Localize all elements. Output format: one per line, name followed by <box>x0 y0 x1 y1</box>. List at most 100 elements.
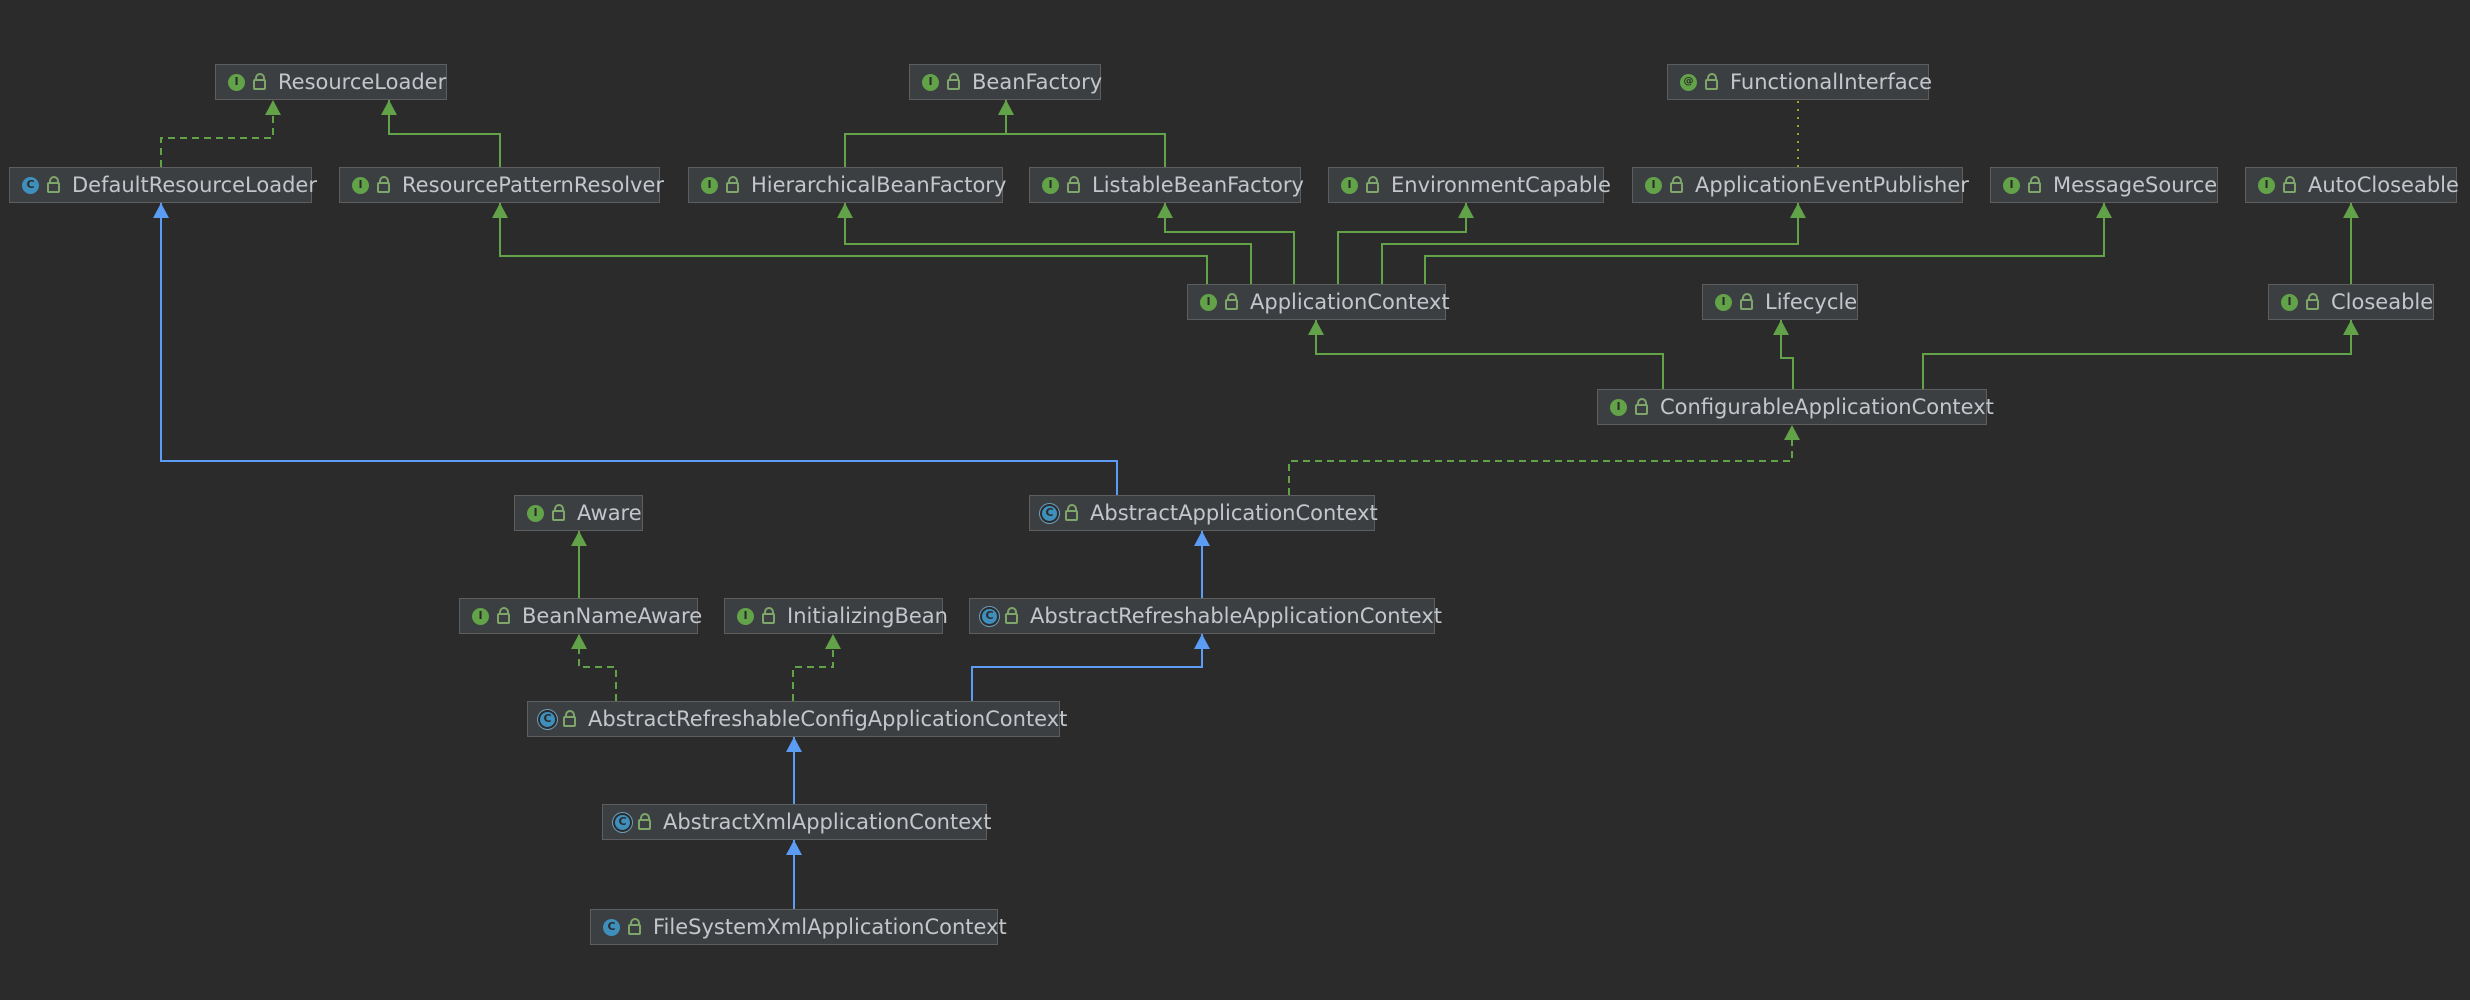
arrowhead <box>2343 203 2359 218</box>
interface-icon: I <box>1610 398 1627 416</box>
arrowhead <box>837 203 853 218</box>
node-aware[interactable]: I Aware <box>514 495 643 531</box>
edge-extends-interface <box>1773 320 1794 389</box>
edge-line <box>971 634 1203 701</box>
edge-line <box>844 203 1252 284</box>
node-label: FunctionalInterface <box>1730 70 1933 94</box>
lock-icon <box>497 606 510 624</box>
lock-icon <box>1366 175 1379 193</box>
node-label: ResourceLoader <box>278 70 447 94</box>
node-environment-capable[interactable]: I EnvironmentCapable <box>1328 167 1611 203</box>
node-lifecycle[interactable]: I Lifecycle <box>1702 284 1858 320</box>
interface-icon: I <box>1042 176 1059 194</box>
interface-icon: I <box>1200 293 1217 311</box>
arrowhead <box>1790 203 1806 218</box>
interface-icon: I <box>2281 293 2298 311</box>
edge-extends-interface <box>1424 203 2112 284</box>
edge-line <box>1424 203 2105 284</box>
arrowhead <box>153 203 169 218</box>
edge-extends-interface <box>844 100 1014 167</box>
node-initializing-bean[interactable]: I InitializingBean <box>724 598 948 634</box>
node-label: EnvironmentCapable <box>1391 173 1611 197</box>
edge-line <box>1288 425 1793 495</box>
node-resource-pattern-resolver[interactable]: I ResourcePatternResolver <box>339 167 664 203</box>
node-application-event-publisher[interactable]: I ApplicationEventPublisher <box>1632 167 1969 203</box>
lock-icon <box>2283 175 2296 193</box>
edge-line <box>160 203 1118 495</box>
node-bean-factory[interactable]: I BeanFactory <box>909 64 1103 100</box>
annotation-icon: @ <box>1680 73 1697 91</box>
lock-icon <box>1635 397 1648 415</box>
interface-icon: I <box>922 73 939 91</box>
edge-line <box>792 634 834 701</box>
edge-extends-interface <box>1337 203 1474 284</box>
lock-icon <box>253 72 266 90</box>
node-label: DefaultResourceLoader <box>72 173 317 197</box>
node-hierarchical-bean-factory[interactable]: I HierarchicalBeanFactory <box>688 167 1006 203</box>
node-abstract-application-context[interactable]: C AbstractApplicationContext <box>1029 495 1378 531</box>
node-listable-bean-factory[interactable]: I ListableBeanFactory <box>1029 167 1304 203</box>
lock-icon <box>1065 503 1078 521</box>
interface-icon: I <box>2003 176 2020 194</box>
node-application-context[interactable]: I ApplicationContext <box>1187 284 1450 320</box>
node-abstract-xml-application-context[interactable]: C AbstractXmlApplicationContext <box>602 804 991 840</box>
node-label: AbstractApplicationContext <box>1090 501 1378 525</box>
node-label: ListableBeanFactory <box>1092 173 1304 197</box>
node-label: AbstractRefreshableApplicationContext <box>1030 604 1443 628</box>
node-label: Closeable <box>2331 290 2434 314</box>
node-message-source[interactable]: I MessageSource <box>1990 167 2218 203</box>
edge-line <box>1005 100 1166 167</box>
interface-icon: I <box>737 607 754 625</box>
abstract-class-icon: C <box>982 608 997 624</box>
edge-extends-interface <box>492 203 1208 284</box>
edge-extends-interface <box>571 531 587 598</box>
lock-icon <box>947 72 960 90</box>
edge-line <box>1381 203 1799 284</box>
interface-icon: I <box>228 73 245 91</box>
node-configurable-application-context[interactable]: I ConfigurableApplicationContext <box>1597 389 1994 425</box>
abstract-class-icon: C <box>540 711 555 727</box>
arrowhead <box>492 203 508 218</box>
node-label: AbstractXmlApplicationContext <box>663 810 992 834</box>
lock-icon <box>628 917 641 935</box>
node-closeable[interactable]: I Closeable <box>2268 284 2434 320</box>
edge-extends-interface <box>998 100 1166 167</box>
edge-line <box>1780 320 1794 389</box>
class-icon: C <box>603 918 620 936</box>
edge-extends-class <box>786 840 802 909</box>
lock-icon <box>552 503 565 521</box>
lock-icon <box>1005 606 1018 624</box>
node-label: AbstractRefreshableConfigApplicationCont… <box>588 707 1068 731</box>
edge-extends-interface <box>837 203 1252 284</box>
node-file-system-xml-application-context[interactable]: C FileSystemXmlApplicationContext <box>590 909 1007 945</box>
interface-icon: I <box>2258 176 2275 194</box>
node-abstract-refreshable-application-context[interactable]: C AbstractRefreshableApplicationContext <box>969 598 1442 634</box>
edge-extends-class <box>153 203 1118 495</box>
arrowhead <box>786 840 802 855</box>
edge-extends-interface <box>2343 203 2359 284</box>
node-label: ResourcePatternResolver <box>402 173 665 197</box>
lock-icon <box>638 812 651 830</box>
node-abstract-refreshable-config-application-context[interactable]: C AbstractRefreshableConfigApplicationCo… <box>527 701 1067 737</box>
node-bean-name-aware[interactable]: I BeanNameAware <box>459 598 702 634</box>
node-label: BeanFactory <box>972 70 1103 94</box>
node-resource-loader[interactable]: I ResourceLoader <box>215 64 447 100</box>
node-label: FileSystemXmlApplicationContext <box>653 915 1007 939</box>
edge-line <box>388 100 501 167</box>
arrowhead <box>1157 203 1173 218</box>
lock-icon <box>762 606 775 624</box>
interface-icon: I <box>1715 293 1732 311</box>
node-default-resource-loader[interactable]: C DefaultResourceLoader <box>9 167 317 203</box>
lock-icon <box>1670 175 1683 193</box>
arrowhead <box>381 100 397 115</box>
lock-icon <box>2028 175 2041 193</box>
interface-icon: I <box>701 176 718 194</box>
arrowhead <box>1784 425 1800 440</box>
edge-line <box>499 203 1208 284</box>
lock-icon <box>47 175 60 193</box>
arrowhead <box>1773 320 1789 335</box>
node-functional-interface[interactable]: @ FunctionalInterface <box>1667 64 1933 100</box>
node-auto-closeable[interactable]: I AutoCloseable <box>2245 167 2459 203</box>
node-label: InitializingBean <box>787 604 948 628</box>
